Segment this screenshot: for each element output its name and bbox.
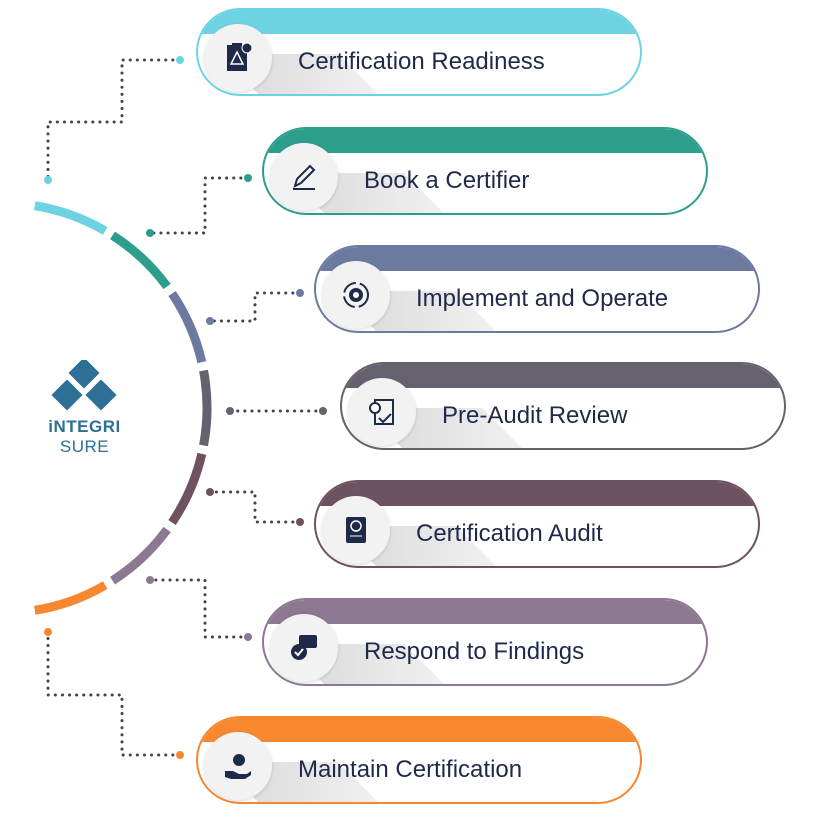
chat-check-icon <box>291 635 317 660</box>
connector-dot <box>206 317 214 325</box>
certificate-icon <box>346 517 366 543</box>
arc-segment-7 <box>34 581 108 615</box>
step-label: Respond to Findings <box>364 638 585 665</box>
step-3-pill: Implement and Operate <box>314 245 760 333</box>
pill-header-band <box>316 482 758 506</box>
arc-segment-2 <box>110 231 171 290</box>
connector-dot <box>176 751 184 759</box>
icon-circle <box>322 496 390 564</box>
dotted-connector <box>46 58 182 182</box>
pill-header-band <box>198 718 640 742</box>
connector-dot <box>296 289 304 297</box>
connector-dot <box>226 407 234 415</box>
pill-header-band <box>264 129 706 153</box>
step-4-pill: Pre-Audit Review <box>340 362 786 450</box>
arc-segment-5 <box>168 452 207 525</box>
connector-dot <box>319 407 327 415</box>
integrisure-logo: iNTEGRI SURE <box>27 357 142 457</box>
step-label: Book a Certifier <box>364 167 530 194</box>
icon-circle <box>322 261 390 329</box>
step-label: Maintain Certification <box>298 756 523 783</box>
step-label: Implement and Operate <box>416 285 669 312</box>
step-6-pill: Respond to Findings <box>262 598 708 686</box>
step-label: Certification Audit <box>416 520 603 547</box>
step-7-pill: Maintain Certification <box>196 716 642 804</box>
icon-circle <box>348 378 416 446</box>
arc-segment-1 <box>34 201 108 235</box>
pill-header-band <box>342 364 784 388</box>
icon-circle <box>270 614 338 682</box>
clipboard-warning-icon <box>227 42 253 71</box>
connector-dot <box>44 176 52 184</box>
diamond-logo-icon <box>50 357 117 411</box>
connector-dot <box>244 174 252 182</box>
step-2-pill: Book a Certifier <box>262 127 708 215</box>
dotted-connector <box>148 578 250 639</box>
arc-segment-4 <box>199 369 212 447</box>
step-5-pill: Certification Audit <box>314 480 760 568</box>
connector-dot <box>44 628 52 636</box>
logo-text: iNTEGRI SURE <box>48 417 121 456</box>
dotted-connector <box>208 490 302 524</box>
arc-segment-6 <box>110 526 171 585</box>
connector-dot <box>206 488 214 496</box>
dotted-connector <box>46 630 182 757</box>
pill-header-band <box>316 247 758 271</box>
connector-dot <box>146 576 154 584</box>
connector-dot <box>296 518 304 526</box>
pencil-icon <box>293 164 316 190</box>
pill-header-band <box>264 600 706 624</box>
pill-header-band <box>198 10 640 34</box>
connector-dot <box>176 56 184 64</box>
arc-segment-3 <box>168 291 207 364</box>
document-review-icon <box>369 399 394 425</box>
step-1-pill: Certification Readiness <box>196 8 642 96</box>
connector-dot <box>146 229 154 237</box>
icon-circle <box>270 143 338 211</box>
step-label: Certification Readiness <box>298 48 545 75</box>
icon-circle <box>204 24 272 92</box>
hand-gear-icon <box>225 754 251 779</box>
dotted-connector <box>208 291 302 323</box>
connector-dot <box>244 633 252 641</box>
icon-circle <box>204 732 272 800</box>
gear-cycle-icon <box>343 282 369 308</box>
step-label: Pre-Audit Review <box>442 402 628 429</box>
dotted-connector <box>148 176 250 235</box>
